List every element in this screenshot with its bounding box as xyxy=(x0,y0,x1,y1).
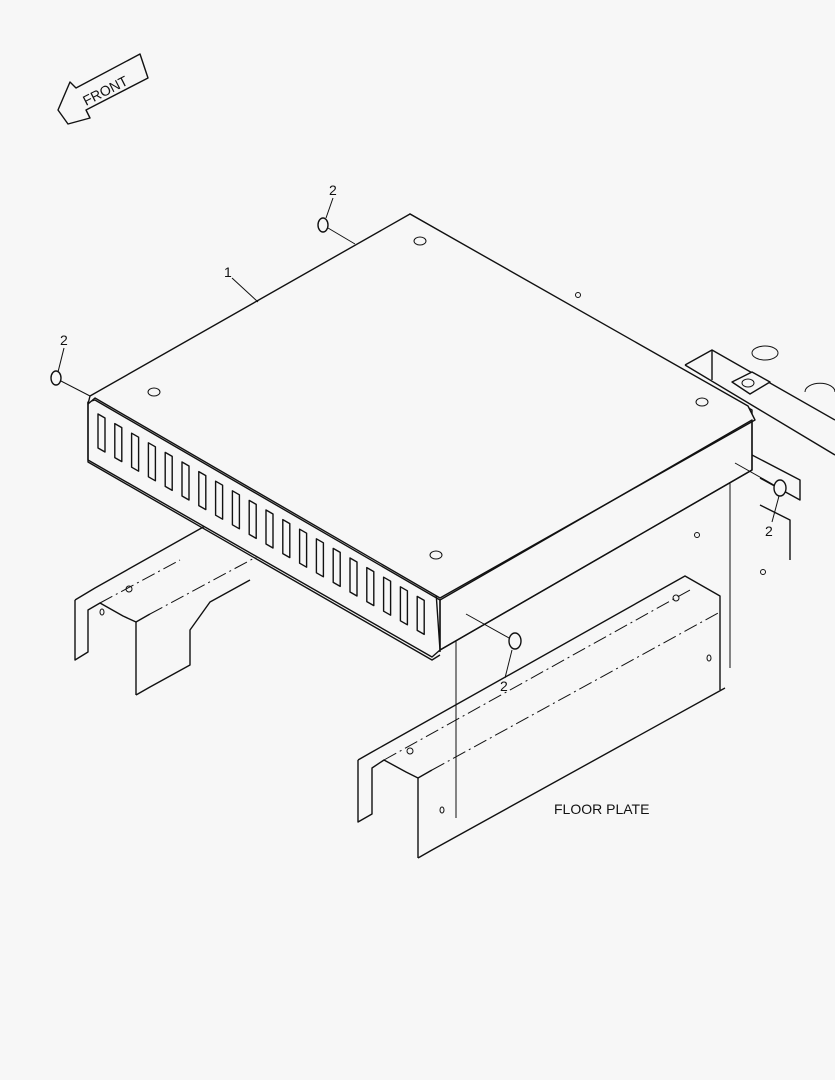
vent-slot xyxy=(181,461,190,501)
vent-slot xyxy=(97,413,106,453)
vent-slots xyxy=(97,413,425,636)
callout-2: 2 xyxy=(60,332,68,348)
vent-slot xyxy=(399,586,409,626)
vent-slot xyxy=(349,557,358,597)
screw-icon xyxy=(465,613,522,650)
vent-slot xyxy=(214,480,224,520)
vent-slot xyxy=(164,451,173,492)
floor-plate-label: FLOOR PLATE xyxy=(554,801,649,817)
vent-slot xyxy=(416,595,425,636)
screw-icon xyxy=(317,217,356,245)
vent-slot xyxy=(265,509,274,549)
vent-slot xyxy=(366,566,375,607)
frame-structure xyxy=(575,292,835,575)
callout-2: 2 xyxy=(329,182,337,198)
vent-slot xyxy=(130,432,140,472)
cover-part-1 xyxy=(87,213,756,661)
callout-2: 2 xyxy=(765,523,773,539)
vent-slot xyxy=(382,576,392,616)
vent-slot xyxy=(248,499,257,540)
right-bracket xyxy=(357,465,731,859)
vent-slot xyxy=(282,518,291,559)
vent-slot xyxy=(332,547,341,588)
vent-slot xyxy=(198,470,207,511)
callout-2: 2 xyxy=(500,678,508,694)
callout-1: 1 xyxy=(224,264,232,280)
vent-slot xyxy=(298,528,308,568)
screw-icon xyxy=(50,370,91,397)
screw-icon xyxy=(734,462,787,497)
vent-slot xyxy=(231,490,241,530)
left-bracket xyxy=(74,511,261,696)
front-arrow-icon: FRONT xyxy=(57,53,149,125)
vent-slot xyxy=(315,538,325,578)
vent-slot xyxy=(114,422,123,463)
vent-slot xyxy=(147,442,157,482)
